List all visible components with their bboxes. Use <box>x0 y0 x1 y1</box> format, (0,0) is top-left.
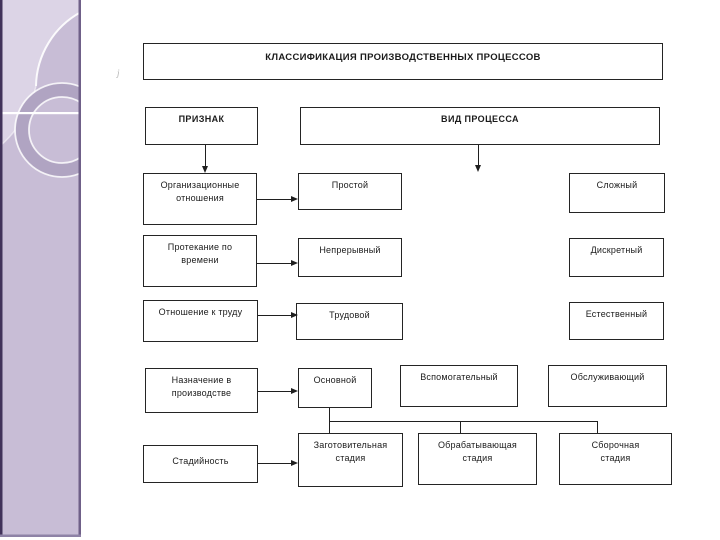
feature-box: Организационные отношения <box>143 173 257 225</box>
divider-line <box>0 112 81 115</box>
connector-line <box>478 145 479 165</box>
feature-box: Назначение в производстве <box>145 368 258 413</box>
connector-line <box>329 421 598 422</box>
type-box: Основной <box>298 368 372 408</box>
connector-line <box>258 391 291 392</box>
type-label: Естественный <box>585 309 648 319</box>
feature-box: Отношение к труду <box>143 300 258 342</box>
type-box: Заготовительная стадия <box>298 433 403 487</box>
type-label: Обрабатывающая стадия <box>437 440 518 463</box>
type-box: Непрерывный <box>298 238 402 277</box>
type-box: Естественный <box>569 302 664 340</box>
connector-line <box>257 199 291 200</box>
connector-line <box>460 421 461 433</box>
connector-line <box>257 263 291 264</box>
type-label: Сложный <box>596 180 638 190</box>
type-label: Основной <box>313 375 357 385</box>
type-box: Обслуживающий <box>548 365 667 407</box>
arrowhead-right-icon <box>291 311 298 318</box>
type-label: Сборочная стадия <box>591 440 640 463</box>
type-box: Простой <box>298 173 402 210</box>
type-box: Дискретный <box>569 238 664 277</box>
feature-label: Организационные отношения <box>160 180 240 203</box>
type-box: Сборочная стадия <box>559 433 672 485</box>
type-label: Простой <box>331 180 369 190</box>
type-label: Трудовой <box>329 310 370 320</box>
arrowhead-right-icon <box>291 259 298 266</box>
strip-bottom-edge <box>0 534 81 537</box>
type-box: Обрабатывающая стадия <box>418 433 537 485</box>
type-box: Трудовой <box>296 303 403 340</box>
connector-line <box>258 463 291 464</box>
type-header-label: ВИД ПРОЦЕССА <box>441 114 519 124</box>
feature-label: Отношение к труду <box>158 307 243 317</box>
type-box: Вспомогательный <box>400 365 518 407</box>
column-header-type: ВИД ПРОЦЕССА <box>300 107 660 145</box>
type-label: Обслуживающий <box>570 372 645 382</box>
feature-header-label: ПРИЗНАК <box>178 114 225 124</box>
arrowhead-right-icon <box>291 195 298 202</box>
arrowhead-right-icon <box>291 459 298 466</box>
type-label: Заготовительная стадия <box>313 440 388 463</box>
arrowhead-down-icon <box>201 166 208 173</box>
feature-label: Назначение в производстве <box>171 375 232 398</box>
sidebar-decoration <box>0 0 81 537</box>
ring-outer-edge <box>14 82 81 178</box>
diagram-title: КЛАССИФИКАЦИЯ ПРОИЗВОДСТВЕННЫХ ПРОЦЕССОВ <box>265 52 541 63</box>
ring-inner-edge <box>28 96 81 164</box>
column-header-feature: ПРИЗНАК <box>145 107 258 145</box>
connector-line <box>258 315 291 316</box>
type-label: Вспомогательный <box>420 372 498 382</box>
feature-box: Стадийность <box>143 445 258 483</box>
feature-box: Протекание по времени <box>143 235 257 287</box>
connector-line <box>597 421 598 433</box>
connector-line <box>329 408 330 433</box>
strip-left-edge <box>0 0 3 537</box>
type-label: Дискретный <box>590 245 643 255</box>
connector-line <box>205 145 206 166</box>
stray-mark: j <box>117 68 120 78</box>
type-box: Сложный <box>569 173 665 213</box>
arrowhead-down-icon <box>474 165 481 172</box>
ring-ornament <box>15 83 81 177</box>
strip-right-edge <box>78 0 81 537</box>
title-box: КЛАССИФИКАЦИЯ ПРОИЗВОДСТВЕННЫХ ПРОЦЕССОВ <box>143 43 663 80</box>
arrowhead-right-icon <box>291 387 298 394</box>
type-label: Непрерывный <box>319 245 381 255</box>
leaf-arc-line <box>35 11 81 87</box>
feature-label: Стадийность <box>172 456 229 466</box>
feature-label: Протекание по времени <box>167 242 233 265</box>
